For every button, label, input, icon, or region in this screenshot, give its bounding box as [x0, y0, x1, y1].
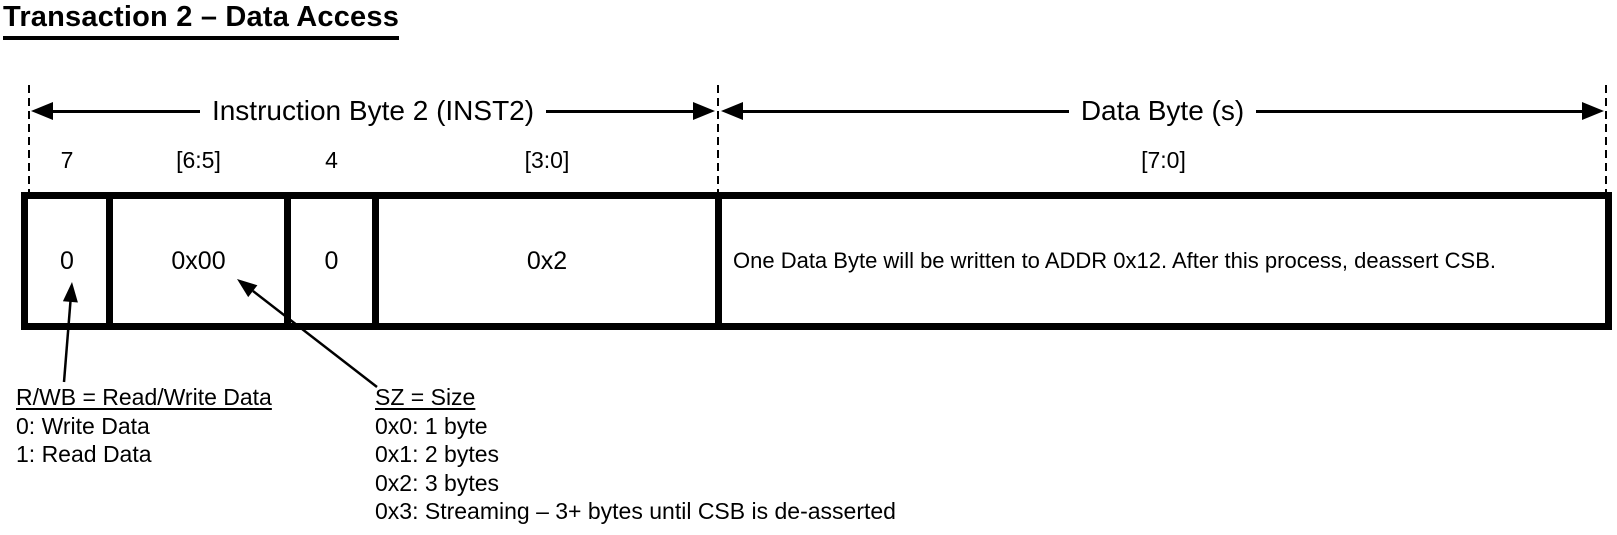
- field-rwb: 0: [28, 199, 113, 323]
- annotation-sz-item: 0x3: Streaming – 3+ bytes until CSB is d…: [375, 498, 896, 524]
- annotation-rwb-item: 0: Write Data: [16, 412, 150, 439]
- annotation-sz-item: 0x0: 1 byte: [375, 412, 488, 439]
- annotation-rwb-title: R/WB = Read/Write Data: [16, 384, 272, 410]
- arrow-line: [743, 109, 1069, 113]
- section-span-databyte: Data Byte (s): [721, 95, 1605, 127]
- arrowhead-left-icon: [31, 102, 53, 120]
- annotation-sz-item: 0x1: 2 bytes: [375, 441, 500, 467]
- arrow-line: [1256, 109, 1583, 113]
- section-boundary-dash-middle: [717, 85, 719, 192]
- bit-label-6-5: [6:5]: [176, 147, 221, 173]
- page-title: Transaction 2 – Data Access: [3, 1, 400, 40]
- field-box: 0 0x00 0 0x2 One Data Byte will be writt…: [21, 192, 1612, 330]
- field-bit4: 0: [291, 199, 379, 323]
- annotation-sz-item: 0x2: 3 bytes: [375, 469, 500, 496]
- section-boundary-dash-left: [28, 85, 30, 192]
- section-boundary-dash-right: [1605, 85, 1607, 192]
- bit-label-3-0: [3:0]: [524, 147, 570, 173]
- section-label-databyte: Data Byte (s): [1080, 95, 1245, 126]
- bit-label-4: 4: [325, 147, 338, 173]
- arrow-line: [53, 109, 200, 113]
- field-databyte: One Data Byte will be written to ADDR 0x…: [733, 248, 1496, 273]
- section-span-inst2: Instruction Byte 2 (INST2): [31, 95, 716, 127]
- arrowhead-right-icon: [693, 102, 716, 120]
- arrow-line: [546, 109, 694, 113]
- bit-label-7: 7: [60, 147, 74, 173]
- annotation-sz: SZ = Size 0x0: 1 byte 0x1: 2 bytes 0x2: …: [375, 383, 896, 526]
- bit-labels-row: 7 [6:5] 4 [3:0] [7:0]: [28, 147, 1605, 174]
- annotation-sz-title: SZ = Size: [375, 384, 476, 410]
- annotation-rwb-item: 1: Read Data: [16, 441, 152, 467]
- arrowhead-left-icon: [721, 102, 743, 120]
- field-sz: 0x2: [379, 199, 722, 323]
- arrowhead-right-icon: [1582, 102, 1605, 120]
- bit-label-7-0: [7:0]: [1141, 147, 1186, 173]
- section-label-inst2: Instruction Byte 2 (INST2): [211, 95, 535, 126]
- field-addr: 0x00: [113, 199, 291, 323]
- annotation-rwb: R/WB = Read/Write Data 0: Write Data 1: …: [16, 383, 272, 469]
